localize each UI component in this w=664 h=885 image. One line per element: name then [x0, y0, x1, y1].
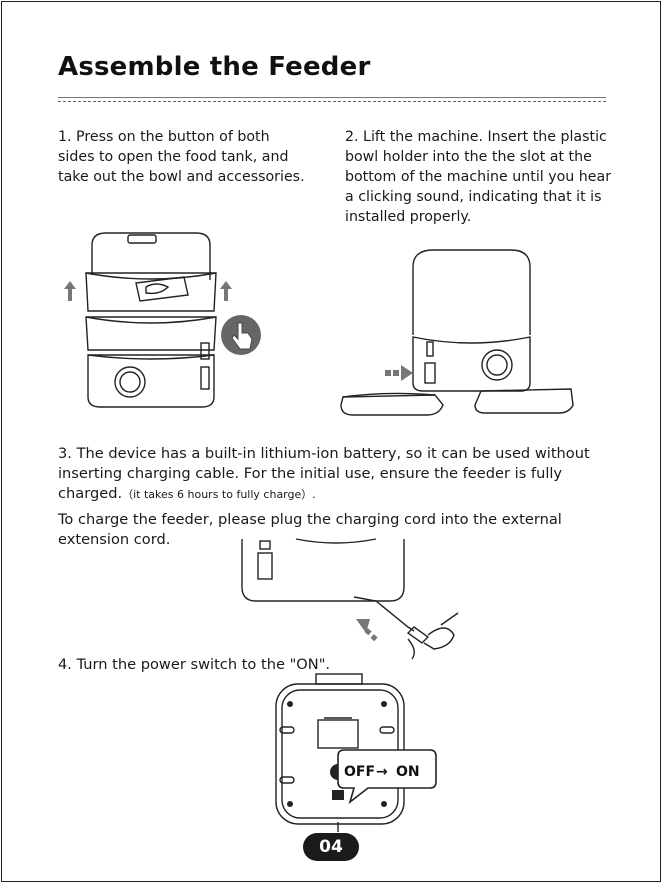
step-3-text: 3. The device has a built-in lithium-ion…	[58, 444, 618, 505]
step-4-text: 4. Turn the power switch to the "ON".	[58, 656, 331, 673]
right-arrow-icon	[385, 365, 413, 381]
feeder-bowl-illustration	[340, 249, 574, 416]
plug-arrow-icon	[356, 619, 378, 642]
step-3-note: （it takes 6 hours to fully charge）.	[122, 488, 316, 501]
step-3-main: 3. The device has a built-in lithium-ion…	[58, 445, 590, 502]
hand-press-icon	[221, 315, 261, 355]
page-title: Assemble the Feeder	[58, 52, 371, 82]
switch-on-label: ON	[396, 764, 420, 780]
switch-off-label: OFF	[344, 764, 375, 780]
switch-arrow-icon: →	[376, 764, 388, 780]
step-2-text: 2. Lift the machine. Insert the plastic …	[345, 129, 612, 225]
step-3-charge-text: To charge the feeder, please plug the ch…	[58, 511, 562, 548]
charging-illustration	[241, 538, 459, 660]
title-rule	[58, 97, 606, 98]
title-dashed-rule	[58, 101, 606, 102]
up-arrow-icon	[64, 281, 76, 301]
page-number: 04	[303, 833, 359, 861]
step-1-text: 1. Press on the button of both sides to …	[58, 129, 305, 185]
feeder-open-illustration	[64, 232, 261, 408]
switch-callout-bubble	[337, 749, 437, 805]
power-switch-illustration: OFF → ON	[275, 673, 437, 832]
